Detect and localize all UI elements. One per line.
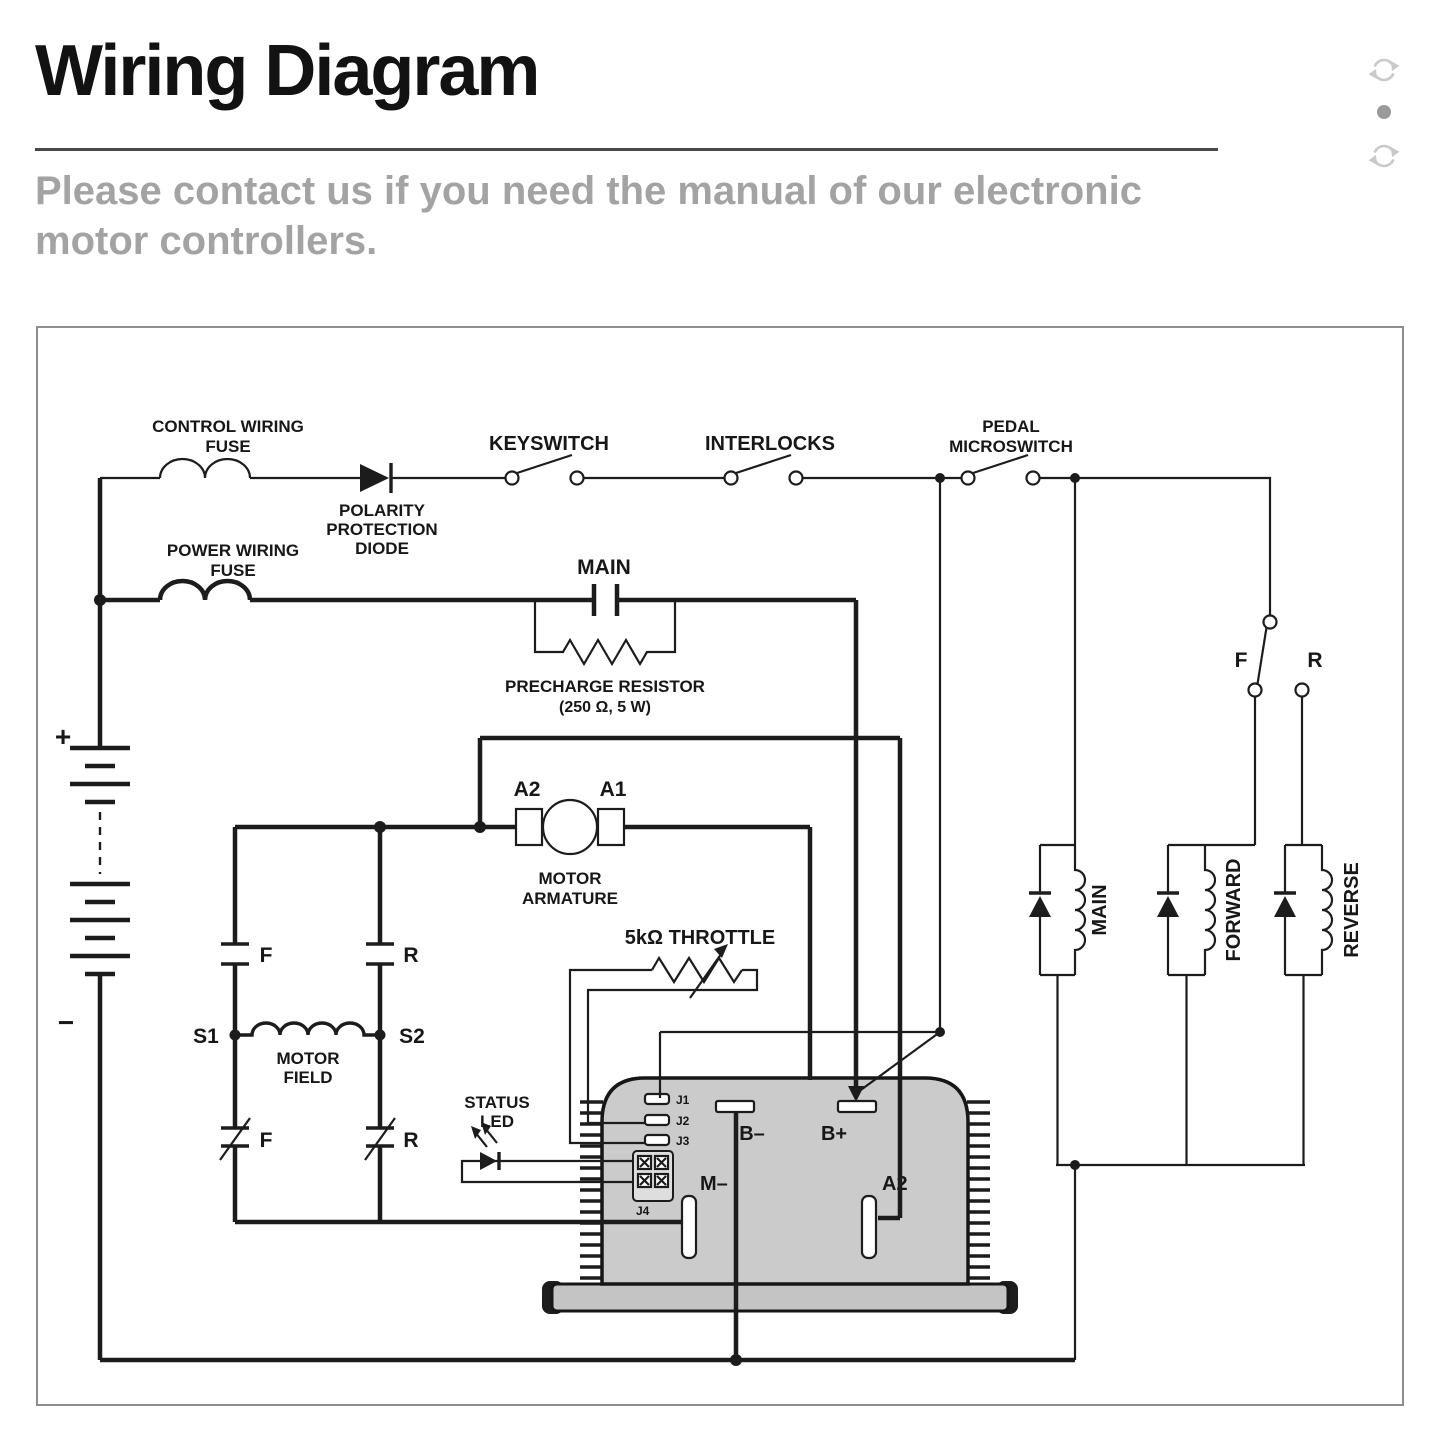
armature-a1-label: A1 [600,778,627,801]
precharge-label-1: PRECHARGE RESISTOR [505,677,705,696]
motor-armature-symbol [514,798,626,856]
ksi-wire [658,478,942,1102]
battery-symbol [70,478,130,1360]
precharge-resistor [533,600,677,667]
motor-armature-label-1: MOTOR [539,869,602,888]
motor-controller: J1 J2 J3 B– B+ J4 M– A2 [542,1076,1018,1314]
throttle-potentiometer [568,944,759,1145]
field-f-bottom-label: F [260,1129,273,1152]
field-r-bottom-label: R [403,1129,418,1152]
power-fuse-symbol [157,578,253,601]
pedal-microswitch-switch [960,453,1041,486]
image-carousel-indicators [1368,58,1400,168]
page-subtitle: Please contact us if you need the manual… [35,166,1215,267]
contactor-coil-reverse [1274,843,1334,1165]
power-fuse-label-1: POWER WIRING [167,541,299,560]
polarity-protection-diode [360,463,393,493]
polarity-diode-label-1: POLARITY [339,501,426,520]
precharge-label-2: (250 Ω, 5 W) [559,699,651,716]
forward-reverse-switch [1247,614,1310,845]
label-j2: J2 [676,1114,690,1128]
label-b-minus: B– [739,1123,765,1145]
title-divider [35,148,1218,151]
main-contactor-tips [591,584,620,616]
pedal-microswitch-label-1: PEDAL [982,417,1040,436]
contactor-coil-main [1029,478,1087,1165]
power-fuse-label-2: FUSE [210,561,255,580]
main-contactor-label: MAIN [577,556,631,579]
subtitle-line-1: Please contact us if you need the manual… [35,169,1142,213]
terminal-pad-j2 [643,1113,671,1127]
control-fuse-label-2: FUSE [205,437,250,456]
terminal-pad-j3 [643,1133,671,1147]
field-f-top-label: F [260,944,273,967]
fr-switch-r-label: R [1307,649,1322,672]
pedal-microswitch-label-2: MICROSWITCH [949,437,1073,456]
motor-armature-label-2: ARMATURE [522,889,618,908]
keyswitch-switch [504,453,585,486]
terminal-slot-a2 [860,1194,878,1260]
carousel-active-dot[interactable] [1377,105,1391,119]
heatsink-fins-right [967,1100,990,1280]
keyswitch-label: KEYSWITCH [489,433,609,455]
motor-field-label-2: FIELD [283,1068,332,1087]
carousel-spinner-top[interactable] [1368,58,1400,82]
coil-forward-label: FORWARD [1223,859,1245,962]
field-r-top-label: R [403,944,418,967]
terminal-pad-b-minus [714,1099,756,1114]
wiring-diagram: J1 J2 J3 B– B+ J4 M– A2 CONTROL WIRING F… [36,326,1404,1406]
battery-plus-label: + [55,721,71,752]
j4-connector-block [632,1150,674,1202]
label-b-plus: B+ [821,1123,847,1145]
interlocks-label: INTERLOCKS [705,433,835,455]
status-led-label-2: LED [480,1112,514,1131]
control-fuse-label-1: CONTROL WIRING [152,417,304,436]
armature-a2-label: A2 [514,778,541,801]
coil-reverse-label: REVERSE [1341,862,1363,958]
control-fuse-symbol [158,457,252,479]
subtitle-line-2: motor controllers. [35,219,378,264]
fr-switch-f-label: F [1235,649,1248,672]
terminal-pad-j1 [643,1092,671,1106]
polarity-diode-label-2: PROTECTION [326,520,437,539]
motor-field-label-1: MOTOR [277,1049,340,1068]
polarity-diode-label-3: DIODE [355,539,409,558]
motor-field-circuit [219,827,682,1225]
throttle-label: 5kΩ THROTTLE [625,927,776,949]
status-led-label-1: STATUS [464,1093,529,1112]
field-s2-label: S2 [399,1025,425,1048]
label-a2-terminal: A2 [882,1173,908,1195]
label-j4: J4 [636,1204,650,1218]
b-plus-arrowhead [848,1086,864,1102]
contactor-coil-forward [1157,843,1255,1165]
label-m-minus: M– [700,1173,728,1195]
interlocks-switch [723,453,804,486]
status-led [460,1122,634,1184]
junction-dots [94,473,1080,1366]
terminal-slot-m-minus [680,1194,698,1260]
controller-base-plate [550,1282,1010,1313]
field-s1-label: S1 [193,1025,219,1048]
carousel-spinner-bottom[interactable] [1368,144,1400,168]
battery-minus-label: − [58,1007,74,1038]
battery-return-wires [100,1163,1305,1363]
label-j1: J1 [676,1093,690,1107]
coil-main-label: MAIN [1089,884,1111,935]
armature-power-wires [235,735,903,1221]
label-j3: J3 [676,1134,690,1148]
page-title: Wiring Diagram [35,31,540,111]
terminal-pad-b-plus [836,1099,878,1114]
